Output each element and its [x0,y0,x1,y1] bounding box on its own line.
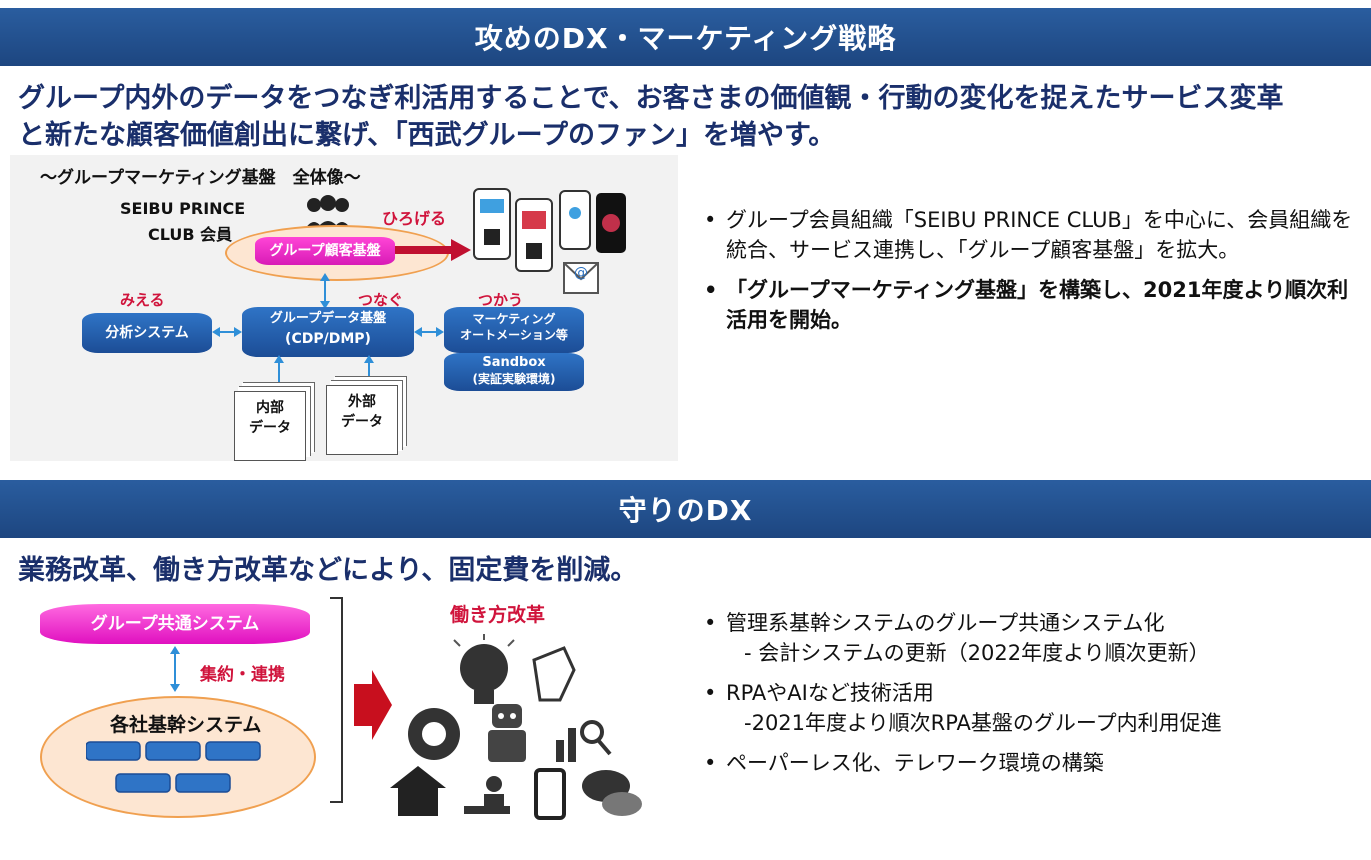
section2-bullets: 管理系基幹システムのグループ共通システム化 - 会計システムの更新（2022年度… [698,608,1358,788]
bracket-icon [330,597,343,803]
marketing-automation-db: マーケティング オートメーション等 [444,307,584,353]
section2-headline: 業務改革、働き方改革などにより、固定費を削減。 [18,555,638,586]
databases-icon [86,741,261,793]
mieru-label: みえる [120,291,165,309]
home-icon [390,766,446,816]
right-arrow-icon [354,670,392,740]
work-reform-label: 働き方改革 [450,604,546,626]
sandbox-label-1: Sandbox [482,355,546,370]
core-systems-label: 各社基幹システム [110,714,262,736]
external-label-2: データ [341,414,383,430]
link-arrow-horizontal-icon [414,327,444,337]
section2-bullet-1-text: 管理系基幹システムのグループ共通システム化 [726,611,1165,635]
internal-data-doc: 内部 データ [234,391,306,461]
hirogeru-label: ひろげる [382,209,447,228]
data-base-label-1: グループデータ基盤 [269,311,387,326]
data-base-label-2: (CDP/DMP) [285,331,371,347]
link-arrow-vertical-icon [320,273,330,309]
section2-header: 守りのDX [0,480,1371,538]
link-arrow-horizontal-icon [212,327,242,337]
section2-bullet-1-sub: - 会計システムの更新（2022年度より順次更新） [744,641,1210,665]
group-data-platform-db: グループデータ基盤 (CDP/DMP) [242,307,414,357]
up-arrow-icon [364,355,374,379]
tsukau-label: つかう [478,291,524,309]
section2-bullet-2-text: RPAやAIなど技術活用 [726,681,934,705]
section1-bullets: グループ会員組織「SEIBU PRINCE CLUB」を中心に、会員組織を統合、… [698,205,1358,345]
sandbox-db: Sandbox (実証実験環境) [444,353,584,391]
up-arrow-icon [274,355,284,385]
marketing-platform-diagram: ～グループマーケティング基盤 全体像～ SEIBU PRINCE CLUB 会員… [10,155,678,461]
section1-headline-line1: グループ内外のデータをつなぎ利活用することで、お客さまの価値観・行動の変化を捉え… [18,83,1284,114]
diagram-title: ～グループマーケティング基盤 全体像～ [40,168,361,188]
section2-bullet-3-text: ペーパーレス化、テレワーク環境の構築 [726,751,1104,775]
gear-icon [408,708,460,760]
ma-label-1: マーケティング [472,312,556,326]
sandbox-label-2: (実証実験環境) [472,372,556,386]
club-label-1: SEIBU PRINCE [120,199,246,218]
internal-label-1: 内部 [256,400,284,416]
section2-bullet-2: RPAやAIなど技術活用 -2021年度より順次RPA基盤のグループ内利用促進 [698,678,1358,738]
analysis-system-db: 分析システム [82,313,212,353]
svg-text:@: @ [574,265,588,281]
work-reform-icons [390,634,642,820]
section2-bullet-2-sub: -2021年度より順次RPA基盤のグループ内利用促進 [744,711,1222,735]
external-label-1: 外部 [348,394,376,410]
robot-icon [488,704,526,762]
lightbulb-icon [453,634,515,704]
laptop-worker-icon [464,776,510,814]
section1-header: 攻めのDX・マーケティング戦略 [0,8,1371,66]
external-data-doc: 外部 データ [326,385,398,455]
analytics-icon [556,720,612,762]
internal-label-2: データ [249,420,291,436]
chat-icon [582,770,642,816]
section1-bullet-2: 「グループマーケティング基盤」を構築し、2021年度より順次利活用を開始。 [698,275,1358,335]
section2-bullet-3: ペーパーレス化、テレワーク環境の構築 [698,748,1358,778]
smartphone-icon [534,768,566,820]
tsunagu-label: つなぐ [358,291,404,309]
link-arrow-vertical-icon [170,646,180,692]
customer-base-db: グループ顧客基盤 [255,237,395,265]
club-label-2: CLUB 会員 [148,225,233,244]
ma-label-2: オートメーション等 [460,328,568,342]
section1-bullet-1: グループ会員組織「SEIBU PRINCE CLUB」を中心に、会員組織を統合、… [698,205,1358,265]
system-consolidation-diagram: グループ共通システム 集約・連携 各社基幹システム [30,598,350,820]
consolidation-label: 集約・連携 [200,665,285,685]
smartphone-apps-icon: @ [473,188,626,294]
section2-bullet-1: 管理系基幹システムのグループ共通システム化 - 会計システムの更新（2022年度… [698,608,1358,668]
fist-icon [532,646,576,702]
section1-headline-line2: と新たな顧客価値創出に繋げ、「西武グループのファン」を増やす。 [18,120,836,151]
group-common-system-db: グループ共通システム [40,604,310,644]
expand-arrow-icon [395,239,471,261]
